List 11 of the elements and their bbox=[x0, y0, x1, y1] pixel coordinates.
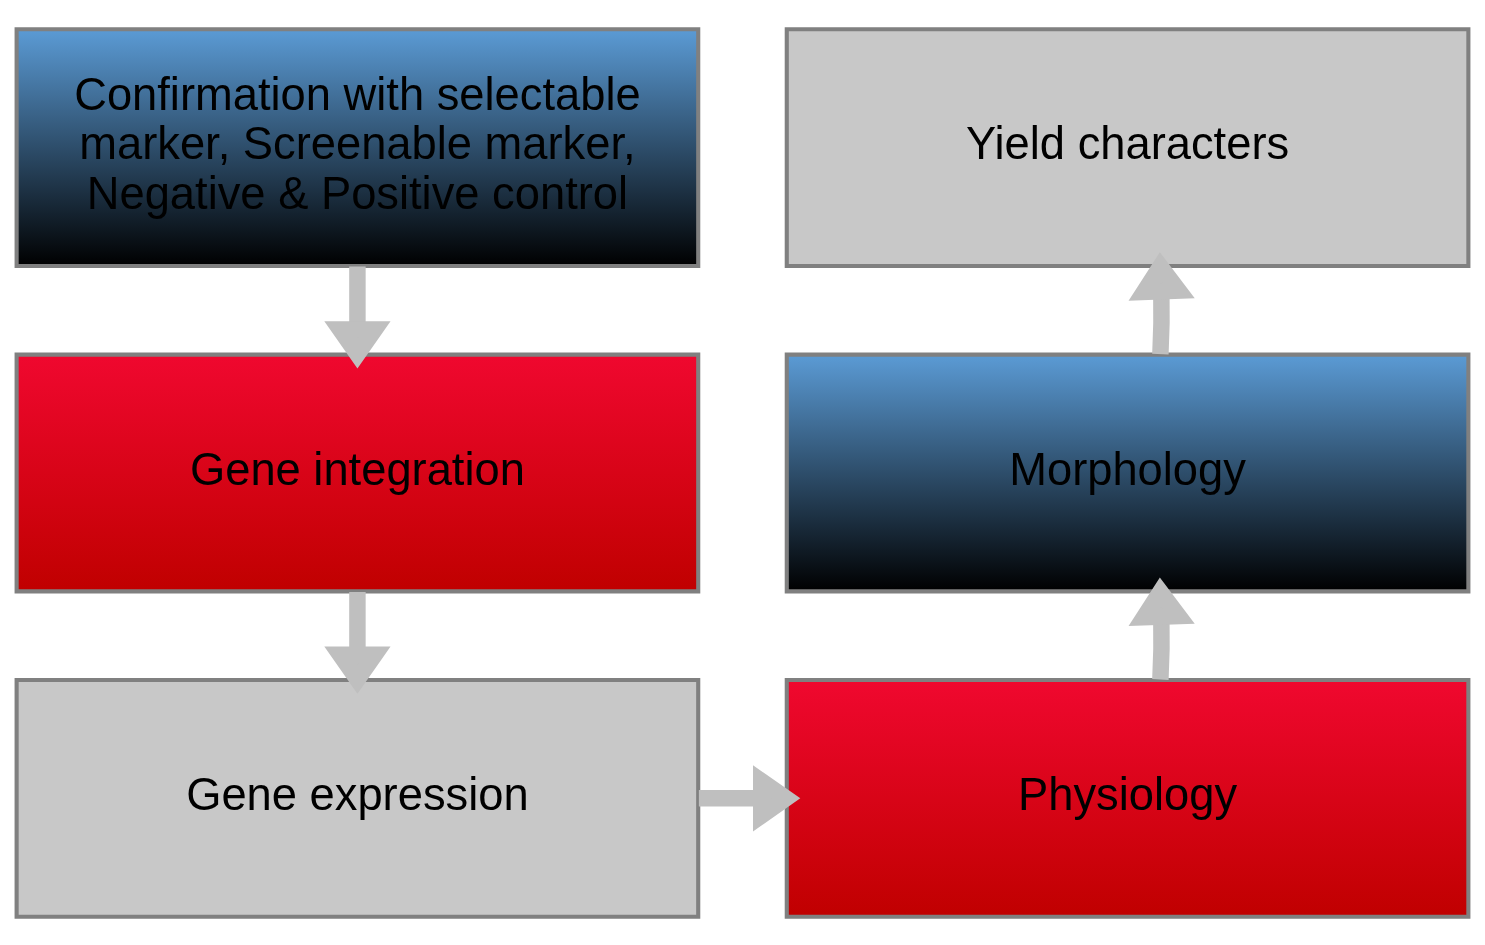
arrow bbox=[324, 266, 391, 368]
arrow bbox=[1128, 577, 1195, 680]
node-box: Gene integration bbox=[14, 352, 701, 593]
arrow bbox=[1128, 251, 1195, 355]
node-box: Gene expression bbox=[14, 677, 701, 919]
node-box: Morphology bbox=[784, 352, 1471, 593]
node-box: Confirmation with selectable marker, Screenable marker, Negative & Positive control bbox=[14, 26, 701, 268]
arrow bbox=[698, 764, 801, 831]
arrow bbox=[324, 591, 391, 694]
node-box: Physiology bbox=[784, 677, 1471, 919]
node-box: Yield characters bbox=[784, 26, 1471, 268]
